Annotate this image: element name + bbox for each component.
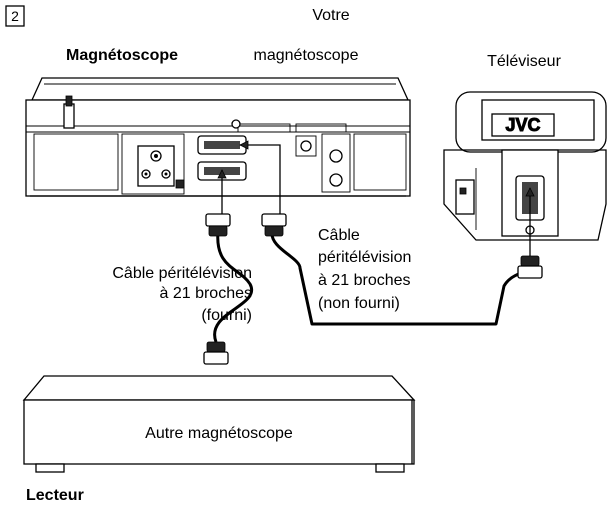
scart-plug-other-vcr xyxy=(203,341,229,365)
cable-left-line1: Câble péritélévision xyxy=(112,265,252,282)
cable-left-line3: (fourni) xyxy=(201,307,252,324)
cable-right-line2: péritélévision xyxy=(318,249,411,266)
step-number-badge: 2 xyxy=(5,5,25,27)
cable-right-line4: (non fourni) xyxy=(318,295,400,312)
other-vcr-illustration: Autre magnétoscope xyxy=(22,375,416,473)
cable-right-line3: à 21 broches xyxy=(318,272,411,289)
cable-left-line2: à 21 broches xyxy=(159,285,252,302)
cable-internal-arrows xyxy=(217,140,535,258)
player-label: Lecteur xyxy=(26,487,84,504)
cable-label-left: Câble péritélévision à 21 broches (fourn… xyxy=(112,265,252,324)
step-number: 2 xyxy=(11,8,19,24)
vcr-title: Magnétoscope xyxy=(66,47,178,64)
scart-plug-tv xyxy=(517,255,543,279)
cable-label-right: Câble péritélévision à 21 broches (non f… xyxy=(318,227,411,312)
scart-plug-vcr-right xyxy=(261,213,287,237)
cable-vcr-to-other-vcr xyxy=(213,231,254,343)
scart-plug-vcr-left xyxy=(205,213,231,237)
other-vcr-label: Autre magnétoscope xyxy=(145,425,293,442)
tv-rear-illustration: JVC xyxy=(443,91,607,241)
tv-brand-logo: JVC xyxy=(505,115,540,135)
your-vcr-label-line2: magnétoscope xyxy=(254,47,359,64)
cable-right-line1: Câble xyxy=(318,227,360,244)
tv-label: Téléviseur xyxy=(487,53,561,70)
your-vcr-label-line1: Votre xyxy=(312,7,349,24)
vcr-rear-illustration xyxy=(25,77,411,197)
